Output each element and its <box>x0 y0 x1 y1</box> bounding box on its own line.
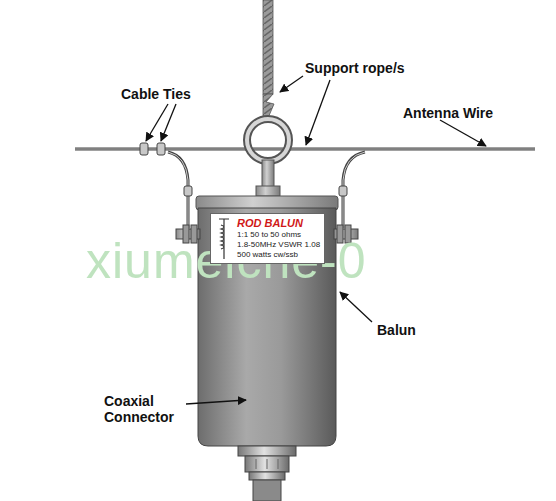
brand-text: ROD BALUN <box>237 217 320 230</box>
coil-icon <box>215 217 233 261</box>
spec-text: 1.8-50MHz VSWR 1.08 <box>237 240 320 250</box>
part-label: Coaxial Connector <box>104 393 184 425</box>
part-label: Support rope/s <box>305 60 405 76</box>
part-label: Balun <box>377 322 416 338</box>
label-plate: ROD BALUN1:1 50 to 50 ohms1.8-50MHz VSWR… <box>210 213 325 264</box>
spec-text: 1:1 50 to 50 ohms <box>237 230 320 240</box>
part-label: Antenna Wire <box>403 105 493 121</box>
spec-text: 500 watts cw/ssb <box>237 250 320 260</box>
part-label: Cable Ties <box>121 86 191 102</box>
